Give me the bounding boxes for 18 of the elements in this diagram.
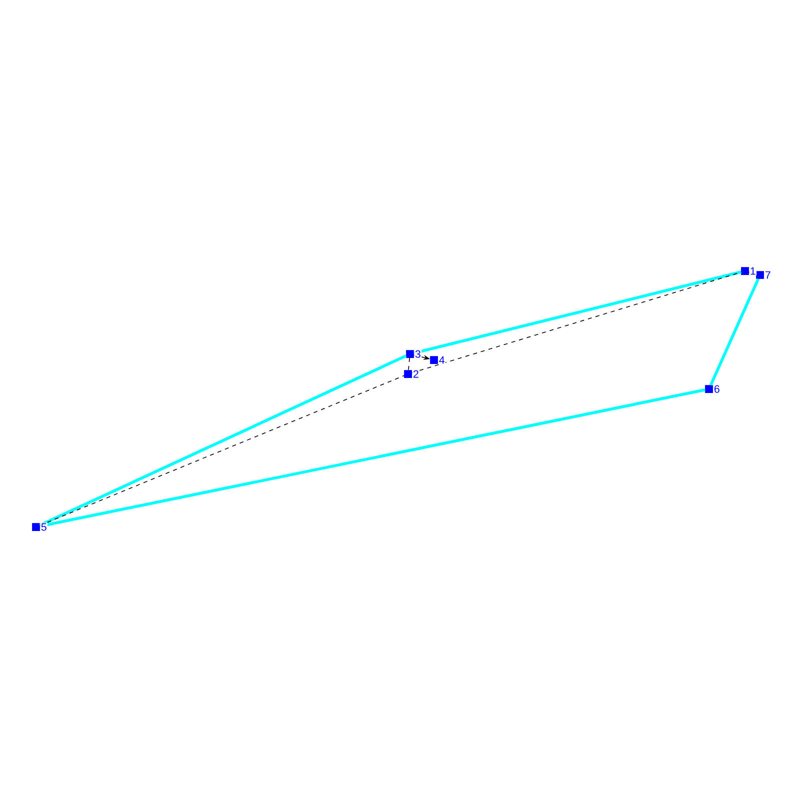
point-marker bbox=[705, 385, 713, 393]
point-marker bbox=[406, 350, 414, 358]
point-label: 6 bbox=[713, 384, 721, 394]
point-marker bbox=[404, 370, 412, 378]
point-marker bbox=[756, 271, 764, 279]
point-label: 4 bbox=[438, 356, 446, 364]
connector-line bbox=[40, 388, 706, 528]
point-label: 2 bbox=[412, 370, 420, 378]
point-label: 7 bbox=[764, 270, 772, 280]
point-marker bbox=[32, 523, 40, 531]
point-label: 3 bbox=[414, 350, 422, 358]
connector-line bbox=[408, 358, 410, 370]
connector-line bbox=[709, 278, 760, 386]
point-label: 1 bbox=[749, 266, 757, 276]
connector-line bbox=[414, 270, 742, 354]
point-label: 5 bbox=[40, 522, 48, 532]
point-marker bbox=[741, 267, 749, 275]
point-marker bbox=[430, 356, 438, 364]
